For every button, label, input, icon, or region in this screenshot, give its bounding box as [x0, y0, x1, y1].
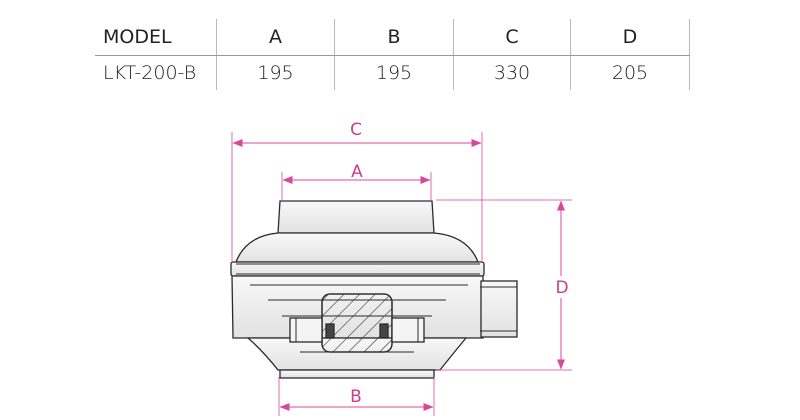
- outlet-rim: [279, 369, 435, 379]
- dimension-lines: [231, 132, 572, 416]
- table-row: LKT-200-B 195 195 330 205: [95, 55, 702, 90]
- inlet-collar: [277, 200, 435, 234]
- header-a: A: [216, 19, 335, 56]
- dimension-labels: C A B D: [346, 118, 573, 407]
- terminal-box: [480, 280, 518, 338]
- dimension-label-c: C: [350, 120, 362, 140]
- table-header-row: MODEL A B C D: [95, 19, 702, 56]
- cell-c: 330: [453, 55, 571, 90]
- dimension-label-d: D: [555, 278, 568, 298]
- dimension-label-b: B: [350, 387, 362, 407]
- header-b: B: [334, 19, 454, 56]
- cell-a: 195: [216, 55, 335, 90]
- mount-clip-right: [379, 323, 389, 339]
- motor-bracket-left: [289, 317, 323, 343]
- header-model: MODEL: [95, 19, 217, 56]
- upper-hood: [235, 232, 479, 263]
- cell-model: LKT-200-B: [95, 55, 217, 90]
- dimension-label-a: A: [351, 162, 363, 182]
- motor-bracket-right: [391, 317, 425, 343]
- mount-clip-left: [325, 323, 335, 339]
- motor: [289, 293, 425, 353]
- spec-table: MODEL A B C D LKT-200-B 195 195 330 205: [95, 19, 702, 90]
- header-c: C: [453, 19, 571, 56]
- cell-d: 205: [570, 55, 690, 90]
- cell-b: 195: [334, 55, 454, 90]
- header-d: D: [570, 19, 690, 56]
- motor-housing: [321, 293, 393, 353]
